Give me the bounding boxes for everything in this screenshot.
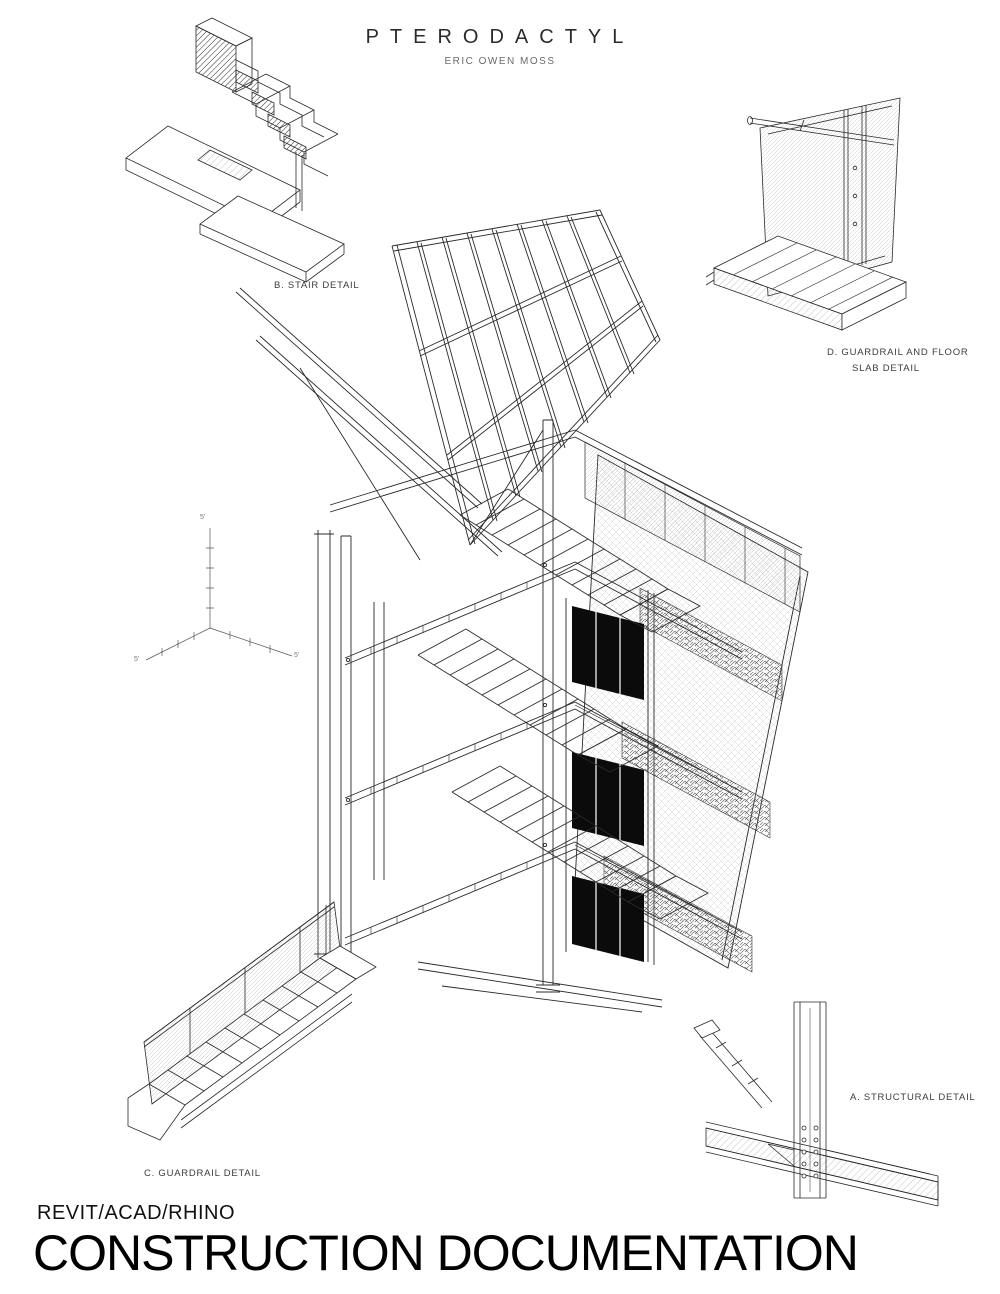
footer-software: REVIT/ACAD/RHINO — [37, 1202, 236, 1224]
scale-axis-drawing — [145, 528, 293, 661]
label-stair-detail: B. STAIR DETAIL — [274, 280, 360, 291]
detail-d-guardrail-floor-drawing — [705, 97, 908, 331]
footer-title: CONSTRUCTION DOCUMENTATION — [33, 1225, 859, 1281]
detail-b-stair-drawing — [125, 17, 345, 283]
label-guardrail-floor-line2: SLAB DETAIL — [852, 363, 920, 374]
detail-c-guardrail-drawing — [127, 901, 377, 1141]
page-subtitle: ERIC OWEN MOSS — [444, 56, 556, 67]
central-axon-drawing — [235, 209, 809, 1013]
detail-a-structural-drawing — [693, 1001, 939, 1207]
scale-label-top: 5' — [200, 514, 206, 521]
label-guardrail-detail: C. GUARDRAIL DETAIL — [144, 1168, 261, 1179]
page-title: PTERODACTYL — [365, 26, 635, 48]
scale-label-left: 5' — [134, 656, 140, 663]
scale-label-right: 5' — [294, 652, 300, 659]
label-structural-detail: A. STRUCTURAL DETAIL — [850, 1092, 976, 1103]
label-guardrail-floor-line1: D. GUARDRAIL AND FLOOR — [827, 347, 969, 358]
